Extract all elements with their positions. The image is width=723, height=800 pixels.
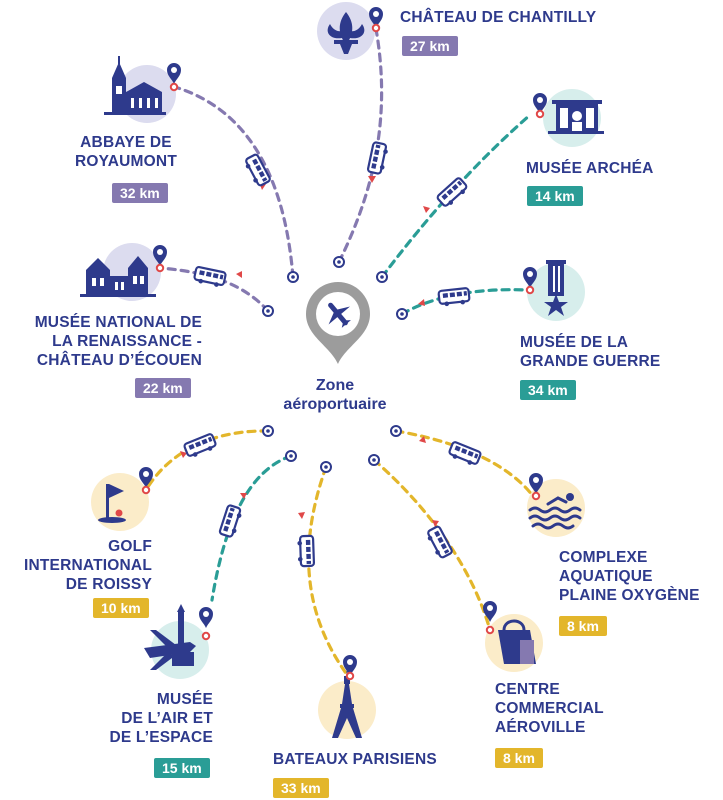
destination-name: CENTRE COMMERCIAL AÉROVILLE (495, 681, 604, 736)
museum-building-icon (548, 100, 604, 134)
route-bateaux-parisiens (307, 465, 350, 678)
bus-icon (296, 534, 316, 568)
route-musee-grande-guerre (400, 288, 528, 316)
swimmer-head-icon (566, 493, 574, 501)
location-pin-icon (199, 607, 213, 628)
direction-arrows (180, 176, 439, 527)
bus-icon (182, 432, 219, 461)
fleur-de-lis-icon (327, 12, 365, 54)
hub-label: Zone aéroportuaire (283, 377, 387, 413)
distance-badge: 22 km (135, 378, 191, 398)
distance-badge: 34 km (520, 380, 576, 400)
bus-icon (437, 286, 471, 308)
destination-name: ABBAYE DE ROYAUMONT (75, 134, 177, 170)
route-chateau-chantilly (337, 27, 384, 264)
golf-flag-icon (98, 484, 126, 523)
distance-badge: 10 km (93, 598, 149, 618)
hub-endpoints (262, 256, 408, 473)
distance-badge: 27 km (402, 36, 458, 56)
bus-icon (435, 176, 471, 211)
eiffel-tower-icon (332, 670, 362, 738)
bus-icon (366, 140, 391, 176)
shopping-bag-icon (498, 619, 536, 664)
destination-name: COMPLEXE AQUATIQUE PLAINE OXYGÈNE (559, 549, 700, 604)
distance-badge: 15 km (154, 758, 210, 778)
route-musee-air-espace (210, 454, 293, 602)
destination-name: CHÂTEAU DE CHANTILLY (400, 9, 597, 26)
destination-icons (80, 2, 604, 739)
bus-icon (446, 440, 483, 469)
bus-icon (218, 503, 245, 540)
distance-badge: 8 km (495, 748, 543, 768)
bus-icon (423, 524, 454, 561)
airplane-icon (144, 604, 196, 670)
abbey-icon (104, 56, 166, 115)
destination-name: BATEAUX PARISIENS (273, 751, 437, 768)
route-complexe-aquatique (394, 429, 535, 498)
route-musee-archea (380, 113, 532, 279)
distance-badge: 32 km (112, 183, 168, 203)
bus-icon (192, 265, 228, 290)
distance-badge: 8 km (559, 616, 607, 636)
swimmer-icon (528, 496, 582, 530)
destination-name: GOLF INTERNATIONAL DE ROISSY (23, 538, 152, 593)
destination-name: MUSÉE NATIONAL DE LA RENAISSANCE - CHÂTE… (34, 314, 202, 369)
bus-icon (241, 152, 272, 189)
castle-icon (80, 256, 156, 297)
route-centre-aeroville (372, 458, 492, 632)
war-memorial-icon (544, 260, 568, 316)
distance-badge: 33 km (273, 778, 329, 798)
destination-name: MUSÉE DE LA GRANDE GUERRE (520, 334, 661, 370)
airplane-pin-icon (306, 282, 370, 364)
destination-name: MUSÉE DE L’AIR ET DE L’ESPACE (109, 691, 213, 746)
route-abbaye-royaumont (173, 85, 295, 279)
distance-badge: 14 km (527, 186, 583, 206)
route-golf-roissy (144, 429, 270, 492)
destination-name: MUSÉE ARCHÉA (526, 160, 654, 177)
